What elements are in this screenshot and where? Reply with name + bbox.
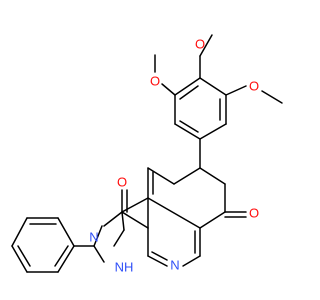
- molecule-structure: O O O O O N NH N: [11, 34, 283, 274]
- methoxy-right-oxygen: O: [249, 78, 259, 93]
- bond-lines: [11, 34, 283, 273]
- methoxy-top-oxygen: O: [195, 36, 205, 51]
- nh-group: NH: [115, 259, 134, 274]
- carbonyl-left-oxygen: O: [117, 174, 127, 189]
- methoxy-left-oxygen: O: [150, 73, 160, 88]
- pyridine-nitrogen: N: [170, 257, 179, 272]
- carbonyl-right-oxygen: O: [249, 205, 259, 220]
- pyrazole-nitrogen: N: [89, 229, 98, 244]
- atom-labels: O O O O O N NH N: [89, 36, 259, 274]
